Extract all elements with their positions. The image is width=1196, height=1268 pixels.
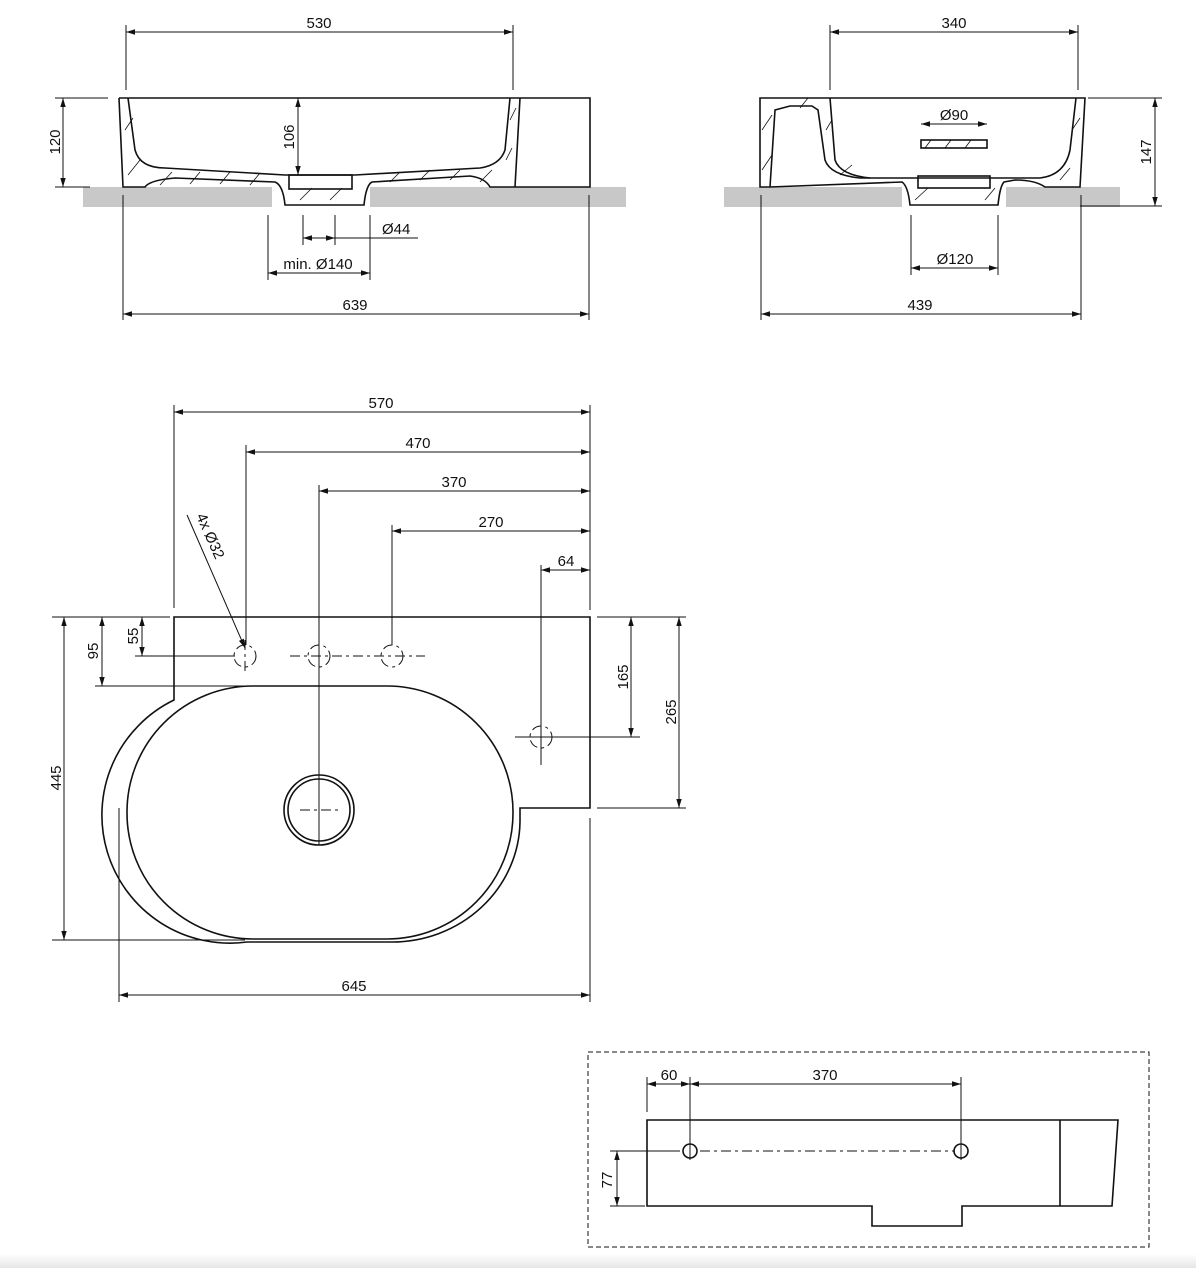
dim-label: 639 [342, 297, 367, 314]
dimension-570: 570 [174, 395, 590, 415]
dim-label: 120 [47, 129, 64, 154]
dimension-120: 120 [47, 97, 108, 188]
dimension-95: 95 [85, 617, 105, 686]
dim-label: 147 [1138, 139, 1155, 164]
countertop-left [83, 187, 272, 207]
overflow-slot [920, 139, 988, 149]
drain-section [288, 174, 353, 190]
detail-frame [587, 1051, 1150, 1248]
dim-label: min. Ø140 [283, 256, 352, 273]
dim-label: 570 [368, 395, 393, 412]
side-section-outline [759, 97, 1086, 206]
dim-label: 95 [85, 643, 102, 660]
dim-label: 4x Ø32 [192, 511, 227, 562]
countertop-left [724, 187, 902, 207]
countertop-right [370, 187, 626, 207]
basin-bowl-outline [126, 685, 514, 940]
basin-outer-outline [101, 616, 591, 944]
plan-view: 570 470 370 270 64 4x Ø32 445 95 55 165 … [48, 395, 686, 1002]
page-bottom-edge [0, 1254, 1196, 1268]
dimension-530: 530 [125, 15, 514, 90]
dim-label: Ø90 [940, 107, 968, 124]
dimension-55: 55 [125, 617, 145, 656]
dimension-270: 270 [392, 514, 590, 534]
dim-label: 445 [48, 765, 65, 790]
dim-label: 265 [663, 699, 680, 724]
dimension-445: 445 [48, 617, 67, 940]
dim-label: 106 [281, 124, 298, 149]
tap-hole [233, 644, 257, 668]
countertop-right [1006, 187, 1120, 207]
dim-label: 55 [125, 628, 142, 645]
dim-label: 340 [941, 15, 966, 32]
dimension-min-140: min. Ø140 [267, 215, 371, 280]
dim-label: 64 [558, 553, 575, 570]
dimension-106: 106 [281, 98, 301, 175]
dimension-77: 77 [599, 1151, 620, 1206]
holes-note: 4x Ø32 [186, 511, 246, 649]
dimension-340: 340 [829, 15, 1079, 90]
dimension-165: 165 [615, 617, 634, 737]
dim-label: 439 [907, 297, 932, 314]
dim-label: Ø120 [937, 251, 974, 268]
dim-label: 165 [615, 664, 632, 689]
dimension-60: 60 [647, 1067, 690, 1087]
dim-label: 270 [478, 514, 503, 531]
dim-label: 530 [306, 15, 331, 32]
dimension-470: 470 [246, 435, 590, 455]
rear-detail-view: 60 370 77 [587, 1051, 1150, 1248]
basin-section-outline [118, 97, 591, 206]
dim-label: 370 [441, 474, 466, 491]
dimension-147: 147 [1080, 97, 1162, 207]
dimension-639: 639 [122, 195, 590, 320]
dimension-645: 645 [118, 808, 591, 1002]
dim-label: 77 [599, 1172, 616, 1189]
dimension-64: 64 [541, 553, 590, 573]
dim-label: 645 [341, 978, 366, 995]
dim-label: 60 [661, 1067, 678, 1084]
rear-outline [646, 1119, 1119, 1227]
front-view: 530 120 106 Ø44 min. Ø140 639 [47, 15, 626, 320]
dimension-120-cutout: Ø120 [910, 215, 999, 275]
dim-label: Ø44 [382, 221, 410, 238]
dim-label: 370 [812, 1067, 837, 1084]
dimension-439: 439 [760, 195, 1082, 320]
side-inner-outline [769, 97, 1077, 188]
side-view: 340 Ø90 147 Ø120 439 [724, 15, 1162, 320]
dimension-drain-44: Ø44 [302, 215, 418, 245]
dimension-370: 370 [690, 1067, 961, 1087]
drain-section [917, 175, 991, 189]
dimension-265: 265 [663, 617, 682, 808]
dimension-370: 370 [319, 474, 590, 494]
dim-label: 470 [405, 435, 430, 452]
basin-inner-outline [127, 97, 511, 176]
dimension-overflow-90: Ø90 [921, 107, 987, 127]
